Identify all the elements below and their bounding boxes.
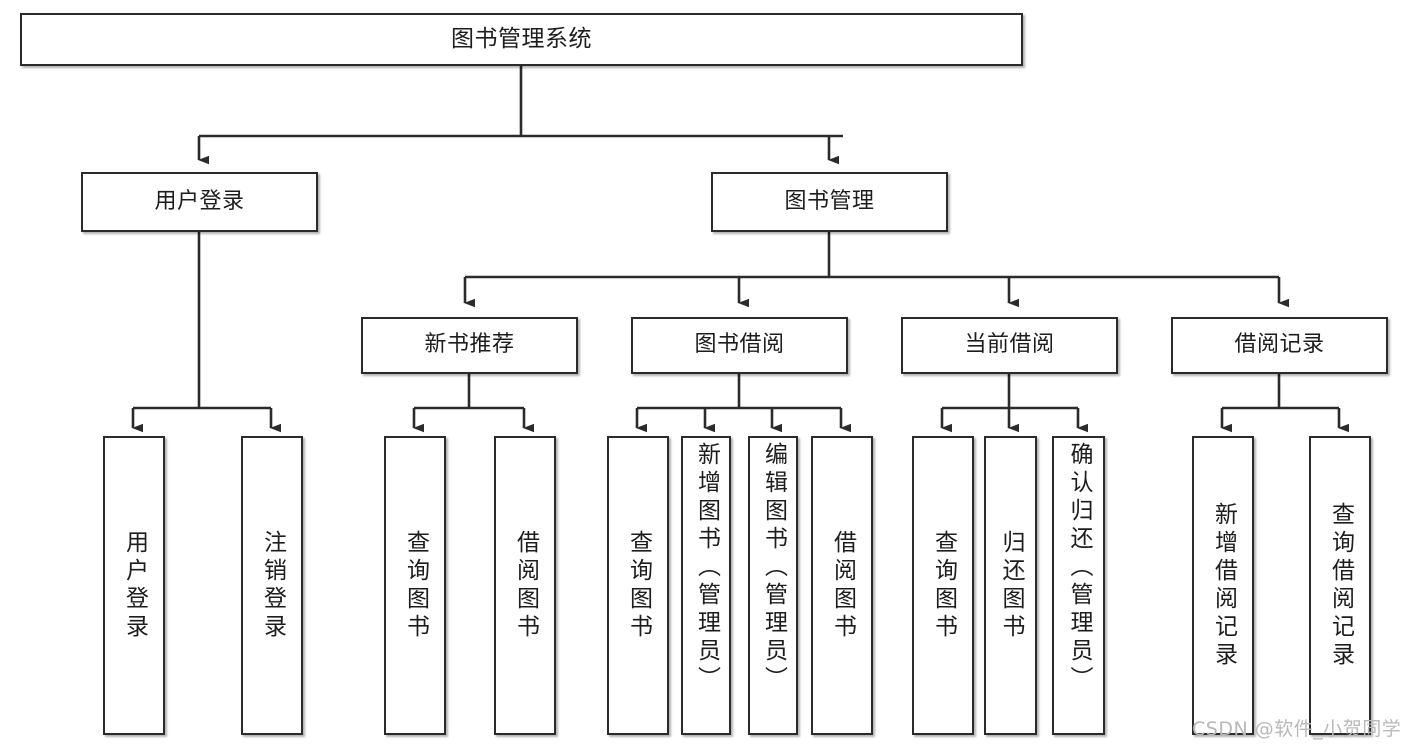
node-book-management-label: 图书管理 <box>784 188 875 214</box>
leaf-book-borrow-add-label: 新增图书（管理员） <box>693 442 720 694</box>
leaf-current-borrow-query[interactable]: 查询图书 <box>912 436 974 735</box>
leaf-new-book-borrow-label: 借阅图书 <box>512 529 539 642</box>
leaf-new-book-query[interactable]: 查询图书 <box>384 436 446 735</box>
node-root[interactable]: 图书管理系统 <box>20 13 1023 66</box>
node-root-label: 图书管理系统 <box>451 25 592 52</box>
node-book-management[interactable]: 图书管理 <box>711 172 948 232</box>
leaf-book-borrow-query[interactable]: 查询图书 <box>607 436 669 735</box>
leaf-book-borrow-edit[interactable]: 编辑图书（管理员） <box>748 436 798 735</box>
leaf-book-borrow-query-label: 查询图书 <box>625 529 652 642</box>
node-borrow-record[interactable]: 借阅记录 <box>1171 317 1388 374</box>
leaf-user-login-login-label: 用户登录 <box>121 529 148 642</box>
node-new-book-recommend-label: 新书推荐 <box>424 332 515 358</box>
leaf-new-book-borrow[interactable]: 借阅图书 <box>494 436 556 735</box>
node-current-borrow[interactable]: 当前借阅 <box>901 317 1118 374</box>
node-book-borrow-label: 图书借阅 <box>694 332 785 358</box>
leaf-new-book-query-label: 查询图书 <box>402 529 429 642</box>
leaf-current-borrow-return-label: 归还图书 <box>998 529 1024 642</box>
node-user-login[interactable]: 用户登录 <box>81 172 318 232</box>
leaf-user-login-logout[interactable]: 注销登录 <box>241 436 303 735</box>
leaf-book-borrow-borrow[interactable]: 借阅图书 <box>811 436 873 735</box>
leaf-borrow-record-query[interactable]: 查询借阅记录 <box>1309 436 1371 735</box>
node-user-login-label: 用户登录 <box>154 188 245 214</box>
leaf-book-borrow-borrow-label: 借阅图书 <box>829 529 856 642</box>
watermark: CSDN @软件_小贺同学 <box>1192 718 1402 740</box>
leaf-book-borrow-edit-label: 编辑图书（管理员） <box>760 442 787 694</box>
leaf-current-borrow-confirm[interactable]: 确认归还（管理员） <box>1052 436 1105 735</box>
node-borrow-record-label: 借阅记录 <box>1234 332 1325 358</box>
leaf-current-borrow-query-label: 查询图书 <box>930 529 957 642</box>
leaf-current-borrow-return[interactable]: 归还图书 <box>984 436 1037 735</box>
leaf-borrow-record-add-label: 新增借阅记录 <box>1210 501 1237 670</box>
leaf-borrow-record-add[interactable]: 新增借阅记录 <box>1192 436 1254 735</box>
node-current-borrow-label: 当前借阅 <box>964 332 1055 358</box>
leaf-user-login-logout-label: 注销登录 <box>259 529 286 642</box>
leaf-book-borrow-add[interactable]: 新增图书（管理员） <box>681 436 731 735</box>
leaf-user-login-login[interactable]: 用户登录 <box>103 436 165 735</box>
leaf-current-borrow-confirm-label: 确认归还（管理员） <box>1066 442 1092 694</box>
leaf-borrow-record-query-label: 查询借阅记录 <box>1327 501 1354 670</box>
node-new-book-recommend[interactable]: 新书推荐 <box>361 317 578 374</box>
node-book-borrow[interactable]: 图书借阅 <box>631 317 848 374</box>
